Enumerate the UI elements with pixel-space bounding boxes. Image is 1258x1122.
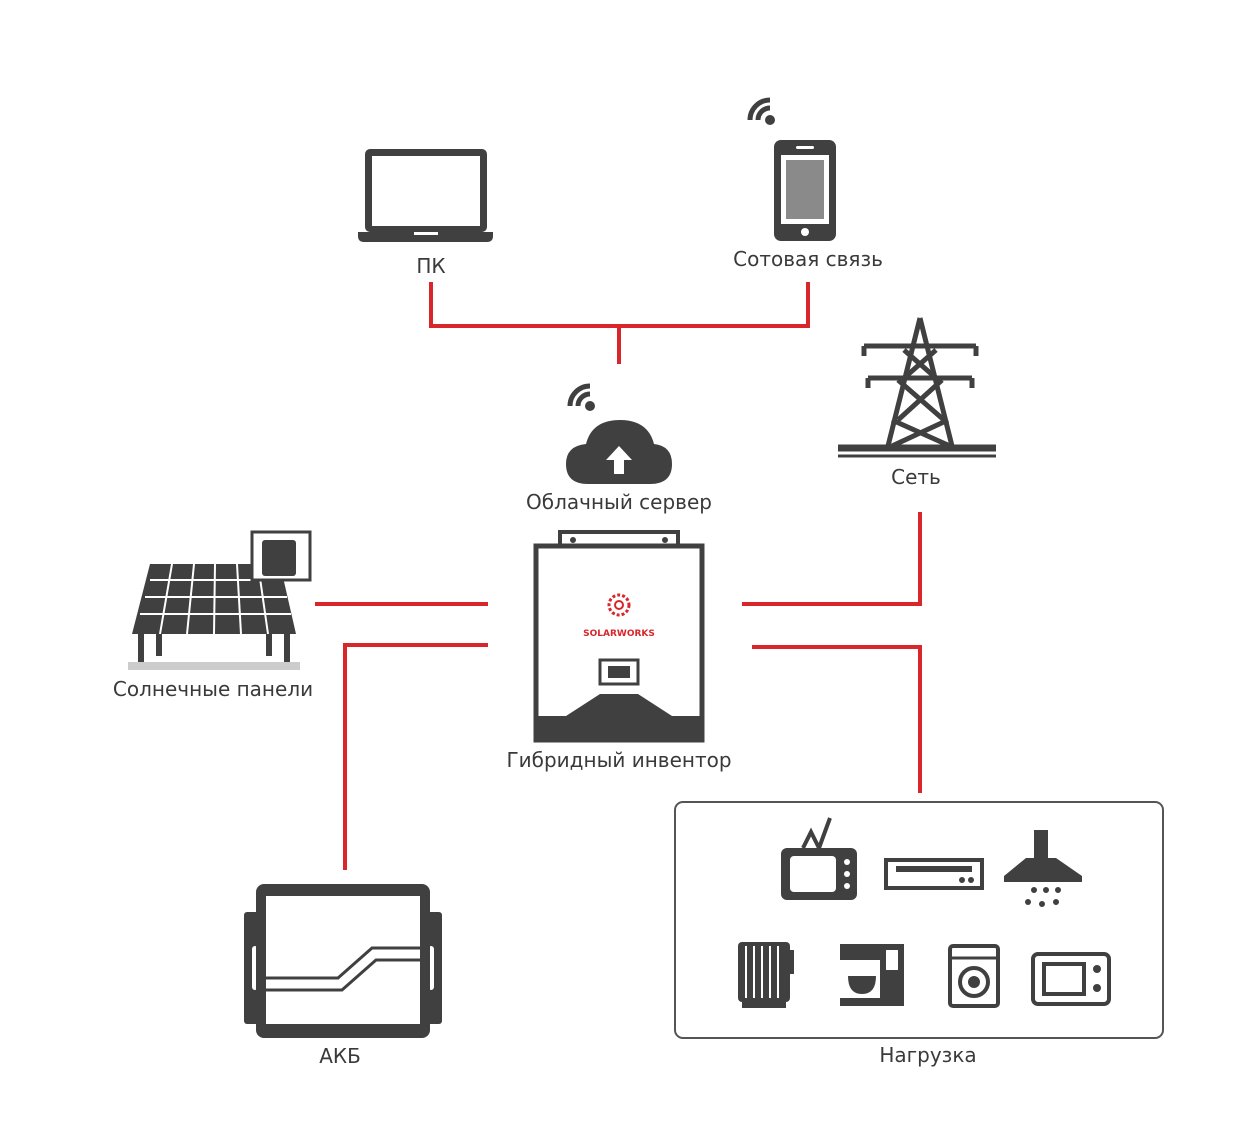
solar-panel-icon [128, 530, 312, 670]
range-hood-icon [1004, 830, 1082, 907]
cloud-label: Облачный сервер [526, 490, 712, 514]
mobile-label: Сотовая связь [733, 247, 883, 271]
inverter-brand-logo: SOLARWORKS [583, 629, 655, 639]
cloud-upload-icon [566, 420, 672, 484]
oil-heater-icon [738, 942, 794, 1008]
line-inverter-to-grid [742, 512, 922, 606]
battery-icon [244, 884, 442, 1038]
solar-label: Солнечные панели [112, 677, 314, 701]
laptop-icon [358, 149, 493, 242]
pc-label: ПК [416, 254, 446, 278]
microwave-icon [1031, 952, 1111, 1006]
grid-label: Сеть [891, 465, 941, 489]
wifi-icon [567, 383, 595, 411]
inverter-label: Гибридный инвентор [506, 748, 732, 772]
connection-lines [315, 282, 922, 870]
line-pc-mobile-to-cloud [429, 282, 810, 364]
line-battery-to-inverter [343, 643, 488, 870]
washing-machine-icon [948, 944, 1000, 1008]
smartphone-icon [774, 140, 836, 241]
inverter-icon [533, 530, 705, 743]
line-inverter-to-load [752, 645, 922, 793]
coffee-machine-icon [840, 944, 904, 1006]
battery-label: АКБ [319, 1044, 361, 1068]
load-label: Нагрузка [879, 1043, 977, 1067]
wifi-icon [747, 97, 775, 125]
dvd-player-icon [884, 858, 984, 890]
power-tower-icon [838, 317, 996, 458]
load-box [674, 801, 1164, 1039]
tv-icon [781, 817, 857, 900]
